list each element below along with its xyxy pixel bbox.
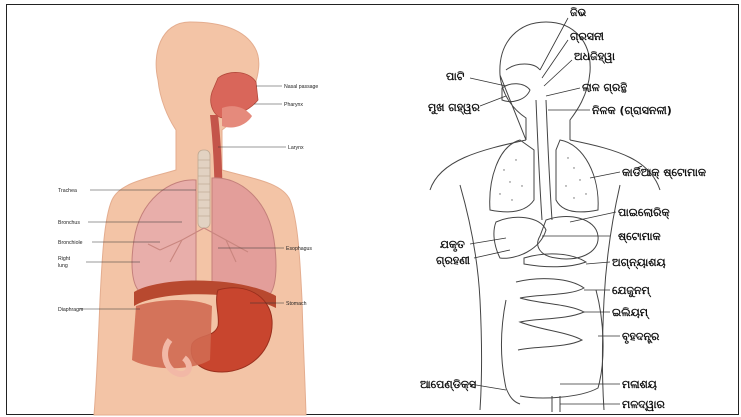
label-trachea: Trachea <box>58 188 77 194</box>
appendix <box>506 388 520 404</box>
left-body-illustration: Nasal passage Pharynx Larynx Trachea Bro… <box>58 22 318 415</box>
label-nasal-passage: Nasal passage <box>284 84 318 90</box>
label-right-lung-2: lung <box>58 263 68 269</box>
lung-stipple <box>499 157 586 200</box>
label-pyloric: ପାଇଲୋରିକ୍ <box>618 206 670 220</box>
right-leader-lines <box>470 18 620 404</box>
small-intestine <box>516 279 584 350</box>
label-pancreas: ଅଗ୍ନ୍ୟାଶୟ <box>612 256 666 270</box>
nasal-outline <box>506 64 540 70</box>
label-tongue: ଜିଭ <box>570 6 587 19</box>
label-ileum: ଇଲିୟମ୍ <box>612 306 650 320</box>
rectum <box>552 396 560 412</box>
label-appendix: ଆପେଣ୍ଡିକ୍ସ <box>420 378 476 392</box>
mouth-cavity <box>502 84 530 102</box>
arm-left <box>460 185 482 410</box>
stomach-outline <box>538 217 598 259</box>
torso-outline <box>430 140 660 190</box>
abdomen-organs <box>132 300 212 368</box>
label-oral-cavity: ମୁଖ ଗହ୍ୱର <box>428 101 480 116</box>
label-stomach: Stomach <box>286 301 307 307</box>
label-bronchus: Bronchus <box>58 220 80 226</box>
label-bronchiole: Bronchiole <box>58 240 83 246</box>
label-pharynx: Pharynx <box>284 102 303 108</box>
label-esophagus-or: ନିଳକ (ଗ୍ରାସନଳୀ) <box>592 104 672 118</box>
label-duodenum: ଗ୍ରହଣୀ <box>436 254 471 268</box>
pancreas-outline <box>524 254 586 267</box>
label-pharynx-or: ଗ୍ରସନୀ <box>570 30 605 44</box>
label-liver: ଯକୃତ <box>440 238 465 252</box>
label-large-intestine: ବୃହଦନ୍ତ୍ର <box>622 330 660 344</box>
label-salivary-gland: ଲାଳ ଗ୍ରନ୍ଥି <box>582 81 627 95</box>
label-right-lung-1: Right <box>58 256 71 262</box>
label-larynx: Larynx <box>288 145 304 151</box>
lung-left-outline <box>490 140 534 212</box>
label-esophagus: Esophagus <box>286 246 312 252</box>
label-epiglottis: ଅଧଜିହ୍ୱା <box>574 50 615 65</box>
label-diaphragm: Diaphragm <box>58 307 83 313</box>
lung-right-outline <box>556 140 598 212</box>
label-mouth: ପାଟି <box>446 70 465 83</box>
label-stomach-or: ଷ୍ଟୋମାକ <box>618 230 661 244</box>
large-intestine <box>502 290 604 398</box>
label-cardiac-stomach: କାର୍ଡିଆକ୍ ଷ୍ଟୋମାକ <box>622 165 706 180</box>
label-jejunum: ଯେଜୁନମ୍ <box>612 284 652 299</box>
esophagus-outline <box>536 100 552 220</box>
label-anus: ମଳଦ୍ୱାର <box>622 398 666 412</box>
label-rectum: ମଳାଶୟ <box>622 378 657 391</box>
